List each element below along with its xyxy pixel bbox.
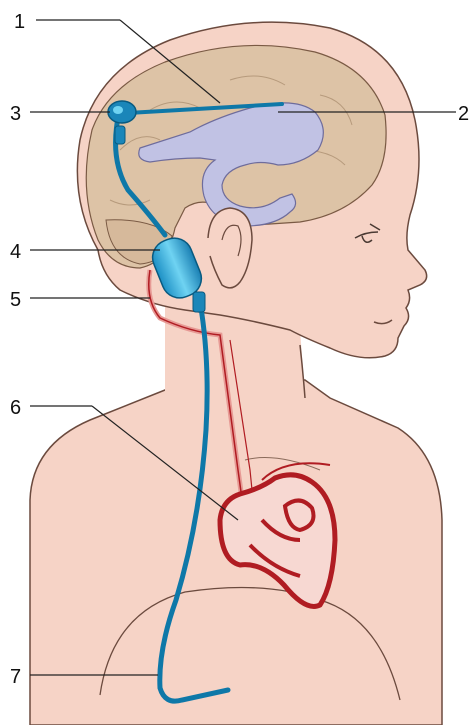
label-7: 7 <box>10 666 21 688</box>
label-5: 5 <box>10 289 21 311</box>
label-2: 2 <box>458 103 469 125</box>
label-4: 4 <box>10 241 21 263</box>
label-6: 6 <box>10 397 21 419</box>
label-3: 3 <box>10 103 21 125</box>
label-1: 1 <box>14 11 25 33</box>
